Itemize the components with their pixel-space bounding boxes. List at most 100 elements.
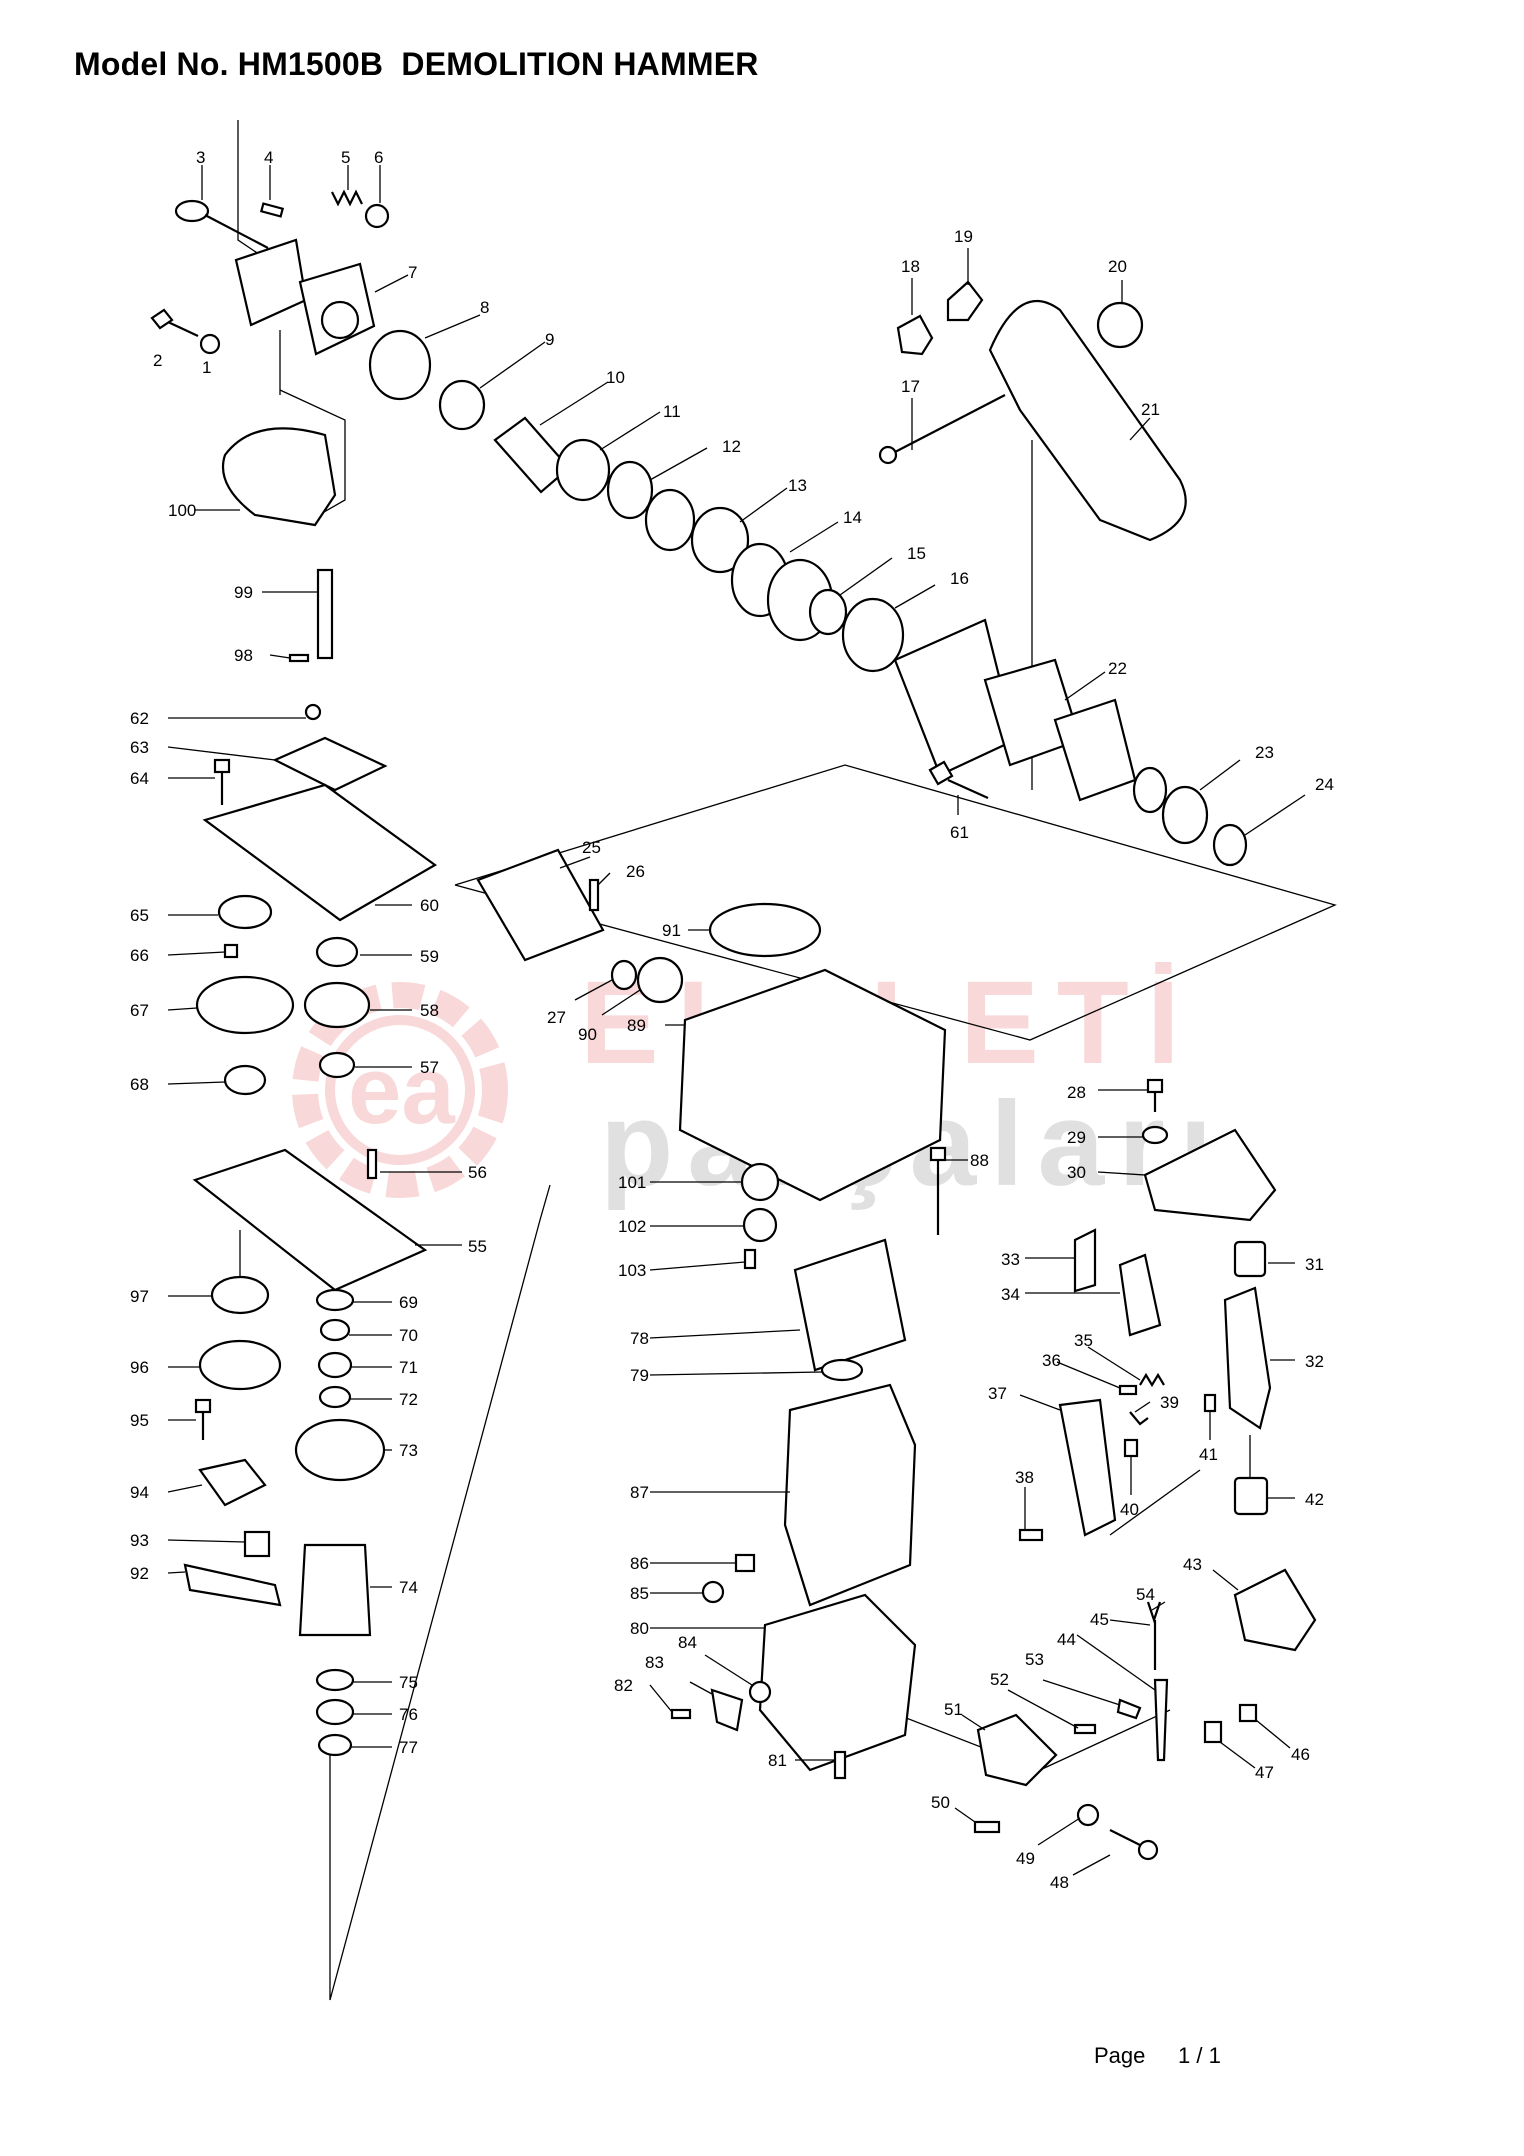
part-36-pin: [1118, 1384, 1138, 1396]
part-label: 82: [614, 1676, 633, 1695]
part-label: 98: [234, 646, 253, 665]
part-label: 102: [618, 1217, 646, 1236]
part-label: 42: [1305, 1490, 1324, 1509]
part-label: 59: [420, 947, 439, 966]
part-label: 3: [196, 148, 205, 167]
part-22-barrel: [893, 618, 1137, 802]
part-61-bolt: [928, 760, 989, 800]
part-label: 62: [130, 709, 149, 728]
part-39-clip: [1129, 1411, 1149, 1426]
part-42-cap: [1233, 1476, 1269, 1516]
part-95-bolt: [194, 1398, 212, 1440]
part-77-ring: [317, 1733, 353, 1757]
part-70-bearing: [319, 1318, 351, 1342]
part-49-washer: [1076, 1803, 1100, 1827]
part-82-screw: [670, 1708, 692, 1720]
part-label: 15: [907, 544, 926, 563]
part-25-cylinder: [476, 848, 605, 962]
part-57-bearing: [318, 1051, 356, 1079]
part-label: 53: [1025, 1650, 1044, 1669]
part-93-bushing: [243, 1530, 271, 1558]
part-40-pin: [1123, 1438, 1139, 1458]
part-label: 84: [678, 1633, 697, 1652]
part-7-cylinder-housing: [234, 238, 376, 356]
part-85-cap: [701, 1580, 725, 1604]
part-label: 58: [420, 1001, 439, 1020]
part-6-nut: [364, 203, 390, 229]
part-label: 61: [950, 823, 969, 842]
part-41-pin: [1203, 1393, 1217, 1413]
part-label: 18: [901, 257, 920, 276]
part-label: 52: [990, 1670, 1009, 1689]
part-83-clamp: [710, 1688, 744, 1732]
part-66-key: [223, 943, 239, 959]
part-label: 70: [399, 1326, 418, 1345]
part-label: 20: [1108, 257, 1127, 276]
part-27-o-ring: [610, 959, 638, 991]
part-label: 44: [1057, 1630, 1076, 1649]
page-label: Page: [1094, 2043, 1146, 2068]
part-label: 79: [630, 1366, 649, 1385]
part-label: 12: [722, 437, 741, 456]
part-68-bearing: [223, 1064, 267, 1096]
part-label: 25: [582, 838, 601, 857]
part-label: 23: [1255, 743, 1274, 762]
part-62-screw: [304, 703, 322, 721]
part-80-bottom-housing: [758, 1593, 917, 1772]
part-65-bearing: [217, 894, 273, 930]
part-label: 73: [399, 1441, 418, 1460]
part-label: 95: [130, 1411, 149, 1430]
part-label: 93: [130, 1531, 149, 1550]
part-86-nut: [734, 1553, 756, 1573]
part-74-armature: [298, 1543, 372, 1637]
part-label: 46: [1291, 1745, 1310, 1764]
part-label: 57: [420, 1058, 439, 1077]
part-label: 22: [1108, 659, 1127, 678]
part-51-cord-clamp: [976, 1713, 1058, 1787]
part-label: 7: [408, 263, 417, 282]
part-label: 17: [901, 377, 920, 396]
part-label: 103: [618, 1261, 646, 1280]
part-label: 38: [1015, 1468, 1034, 1487]
part-label: 19: [954, 227, 973, 246]
part-47-capacitor: [1203, 1720, 1223, 1744]
part-label: 45: [1090, 1610, 1109, 1629]
part-label: 63: [130, 738, 149, 757]
part-72-washer: [318, 1385, 352, 1409]
part-label: 30: [1067, 1163, 1086, 1182]
part-label: 43: [1183, 1555, 1202, 1574]
part-4-pin: [259, 202, 285, 218]
part-label: 54: [1136, 1585, 1155, 1604]
part-67-gear: [195, 975, 295, 1035]
part-label: 69: [399, 1293, 418, 1312]
part-label: 36: [1042, 1351, 1061, 1370]
part-38-screw: [1018, 1528, 1044, 1542]
part-79-ring: [820, 1358, 864, 1382]
part-69-ring: [315, 1288, 355, 1312]
part-34-switch: [1118, 1253, 1162, 1337]
part-label: 60: [420, 896, 439, 915]
part-26-pin: [588, 878, 600, 912]
part-35-spring: [1139, 1372, 1165, 1388]
part-73-fan: [294, 1418, 386, 1482]
part-label: 86: [630, 1554, 649, 1573]
part-88-bolt: [929, 1146, 947, 1235]
part-75-washer: [315, 1668, 355, 1692]
part-label: 78: [630, 1329, 649, 1348]
part-label: 76: [399, 1705, 418, 1724]
part-label: 13: [788, 476, 807, 495]
part-label: 35: [1074, 1331, 1093, 1350]
part-label: 31: [1305, 1255, 1324, 1274]
part-label: 11: [663, 402, 681, 421]
part-label: 1: [202, 358, 211, 377]
part-16-ring: [841, 597, 905, 673]
part-label: 89: [627, 1016, 646, 1035]
part-91-gasket: [708, 902, 822, 958]
part-label: 27: [547, 1008, 566, 1027]
part-17-bolt: [878, 394, 1006, 465]
part-37-lever: [1058, 1398, 1117, 1537]
page-title: Model No. HM1500B DEMOLITION HAMMER: [74, 46, 759, 82]
part-label: 55: [468, 1237, 487, 1256]
part-label: 72: [399, 1390, 418, 1409]
part-label: 14: [843, 508, 862, 527]
